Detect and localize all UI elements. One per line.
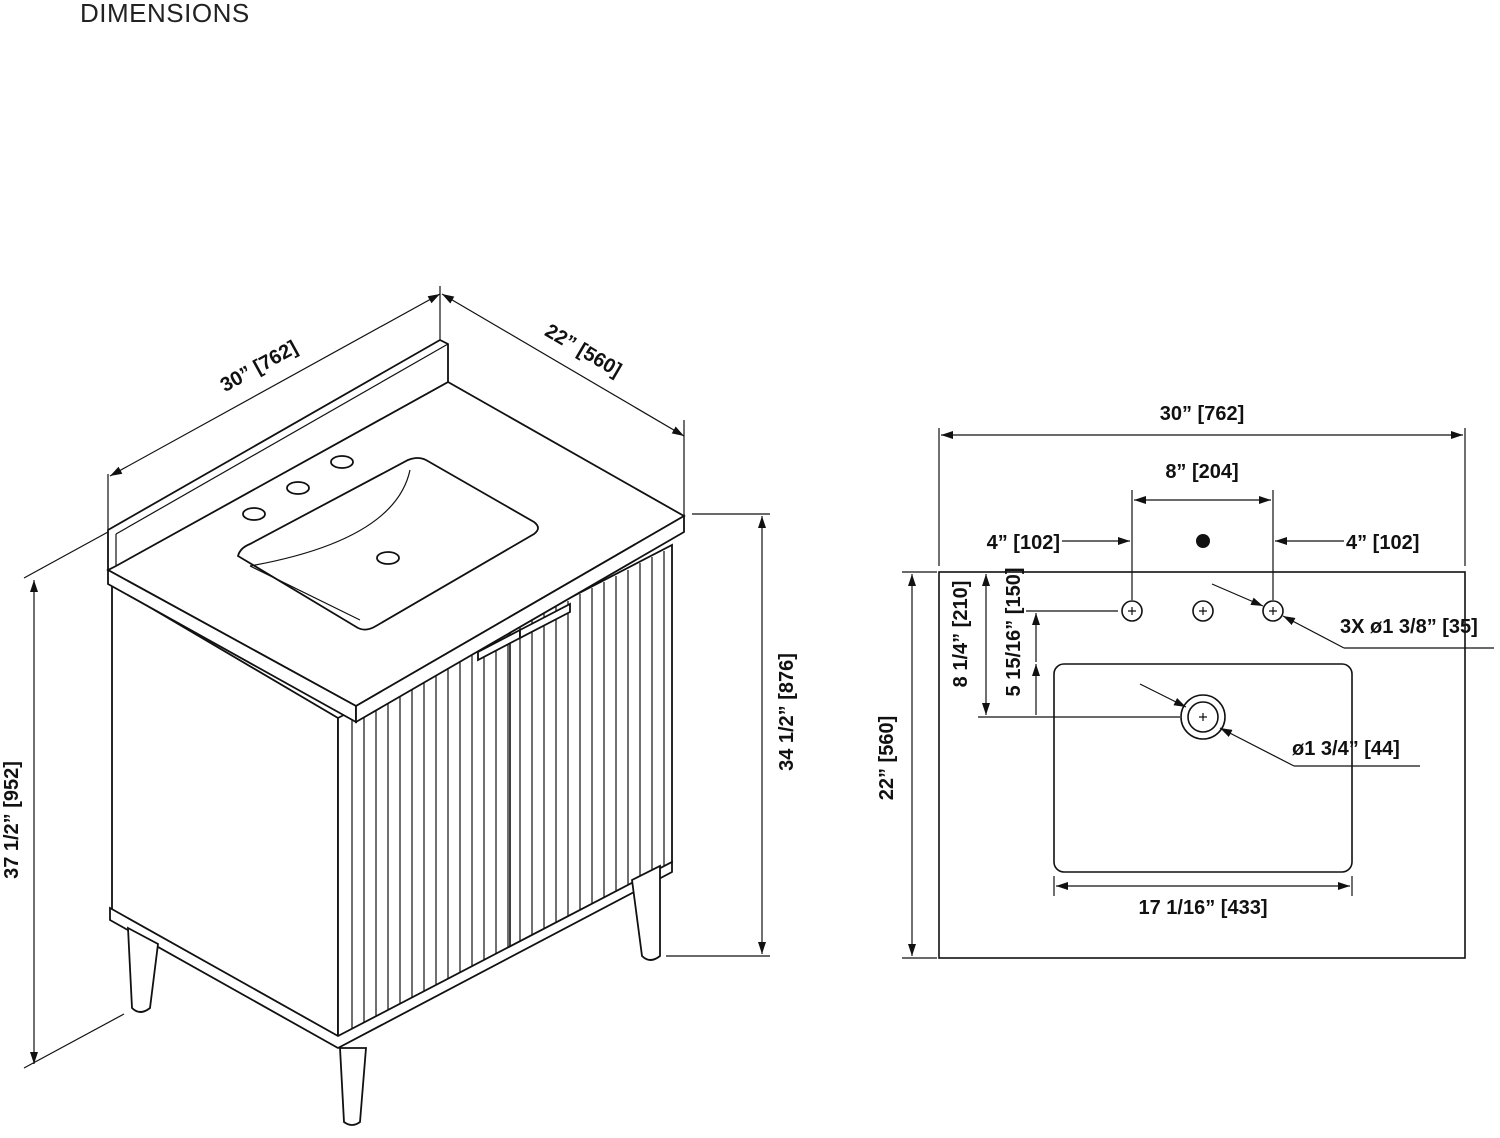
faucet-hole-left [242, 507, 266, 521]
drain-callout: ø1 3/4” [44] [1139, 683, 1420, 767]
faucet-holes-label: 3X ø1 3/8” [35] [1340, 616, 1478, 638]
left-offset-label: 4” [102] [987, 532, 1060, 554]
width-label: 30” [762] [217, 337, 302, 397]
counter-height-dimension: 34 1/2” [876] [666, 513, 798, 957]
faucet-hole-center [286, 481, 310, 495]
faucet-holes [1121, 534, 1284, 622]
faucet-hole-left [1121, 600, 1143, 622]
right-back-leg [631, 864, 661, 961]
basin-offset-label: 5 15/16” [150] [1003, 568, 1025, 697]
cabinet-base-plinth [109, 860, 673, 1050]
countertop-side-edge [355, 514, 685, 724]
door-fluting [351, 551, 665, 1030]
drain-depth-dimension: 8 1/4” [210] [950, 574, 1180, 718]
left-back-leg [127, 926, 159, 1013]
countertop-top-view: 30” [762] 8” [204] 4” [102] 4” [102] 3X … [876, 403, 1494, 959]
countertop-outline [938, 571, 1466, 959]
faucet-hole-right [1262, 600, 1284, 622]
total-height-dimension: 37 1/2” [952] [1, 531, 125, 1069]
right-door-handle [519, 602, 571, 640]
sink-opening [236, 457, 539, 631]
drain-label: ø1 3/4” [44] [1292, 738, 1400, 760]
basin-offset-dimension: 5 15/16” [150] [1003, 568, 1118, 715]
counter-height-label: 34 1/2” [876] [776, 653, 798, 771]
front-left-leg [339, 1047, 367, 1126]
top-depth-dimension: 22” [560] [876, 571, 937, 959]
total-height-label: 37 1/2” [952] [1, 761, 23, 879]
basin-outline [1053, 663, 1353, 873]
drain [1180, 694, 1226, 740]
depth-label: 22” [560] [541, 320, 625, 382]
drain-depth-label: 8 1/4” [210] [950, 581, 972, 688]
top-width-label: 30” [762] [1160, 403, 1245, 425]
faucet-spread-label: 8” [204] [1165, 461, 1238, 483]
top-depth-label: 22” [560] [876, 716, 898, 801]
vanity-isometric-view: 30” [762] 22” [560] 34 1/2” [876] 37 1/2… [1, 286, 798, 1126]
faucet-spread-dimension: 8” [204] [1131, 461, 1274, 600]
basin-width-label: 17 1/16” [433] [1139, 897, 1268, 919]
page-title: DIMENSIONS [80, 0, 250, 28]
faucet-hole-right [330, 455, 354, 469]
faucet-offset-dimensions: 4” [102] 4” [102] [987, 532, 1420, 554]
basin-width-dimension: 17 1/16” [433] [1053, 876, 1353, 919]
faucet-hole-callout: 3X ø1 3/8” [35] [1211, 583, 1494, 649]
right-offset-label: 4” [102] [1346, 532, 1419, 554]
sink-drain-hole [376, 551, 400, 565]
faucet-hole-center [1192, 600, 1214, 622]
sink-basin-inner-line [249, 469, 411, 621]
top-width-dimension: 30” [762] [938, 403, 1466, 566]
faucet-center-mark [1196, 534, 1210, 548]
